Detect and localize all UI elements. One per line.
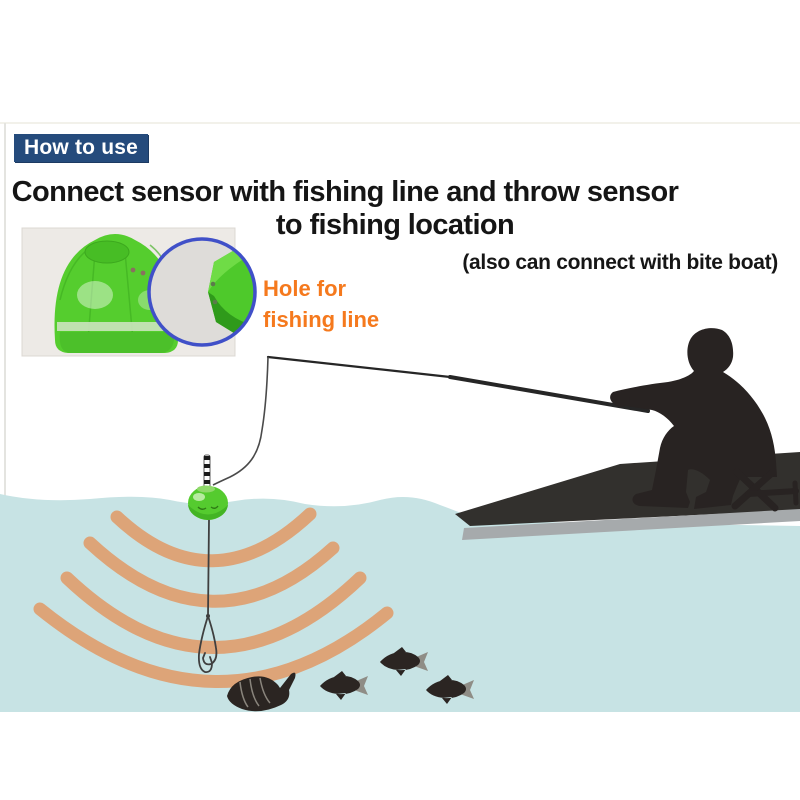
fishing-hooks [197,519,218,673]
fishing-line [212,356,269,486]
fish-school [227,647,474,712]
heading-line-2: to fishing location [275,209,515,241]
underwater-line [207,519,210,617]
sonar-arc-1 [110,507,317,568]
hole-callout-line-1: Hole for [263,276,347,301]
sonar-waves [33,507,394,688]
sensor-float [188,485,228,520]
small-fish-3 [426,675,474,704]
float-antenna [203,454,211,490]
dome-band [57,322,177,331]
bite-boat-note: (also can connect with bite boat) [462,251,778,274]
dome-hole-dot-1 [130,267,136,273]
hook-right [202,615,218,666]
fisherman-silhouette [610,328,799,512]
magnifier-ring [147,237,257,347]
line-knot [206,614,210,618]
fisherman-hand [612,391,630,407]
small-fish-1 [320,671,368,700]
hook-left [197,615,213,673]
magnifier-circle [147,237,257,347]
sonar-arc-4 [33,602,394,688]
hole-callout-line-2: fishing line [263,307,380,332]
sensor-product-photo [21,227,257,357]
sonar-arc-2 [83,536,340,608]
sonar-arc-3 [60,571,367,654]
big-fish [227,672,296,712]
heading-line-1: Connect sensor with fishing line and thr… [11,176,679,208]
title-banner-label: How to use [24,136,139,159]
fishing-stool [731,468,799,512]
dome-top-recess [84,240,130,264]
dock-edge [462,509,800,540]
fishing-rod [266,355,650,413]
sensor-dome [54,234,179,353]
small-fish-2 [380,647,428,676]
water [0,494,800,712]
dome-hole-dot-2 [140,270,146,276]
fisherman-body [610,328,777,509]
title-banner: How to use [14,134,149,162]
